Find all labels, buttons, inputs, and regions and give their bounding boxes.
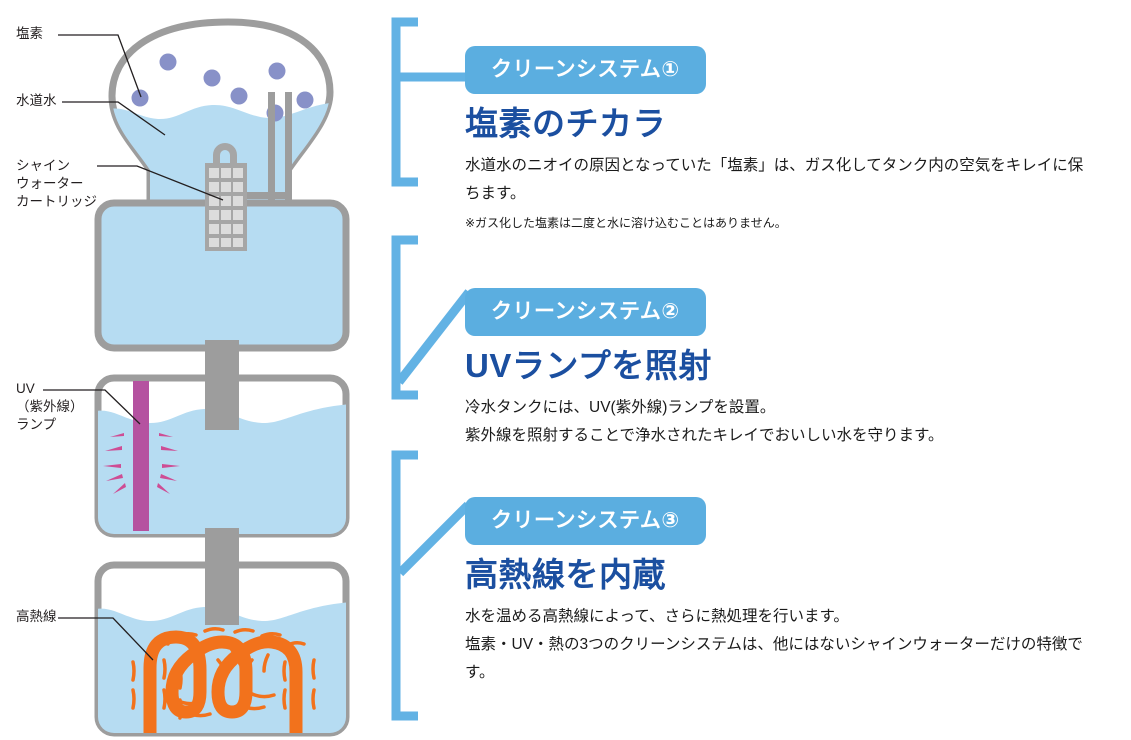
leader-cartridge (97, 165, 224, 201)
bracket-2 (391, 235, 418, 400)
clean-system-sections: クリーンシステム① 塩素のチカラ 水道水のニオイの原因となっていた「塩素」は、ガ… (390, 0, 1131, 740)
uv-lamp-bar (133, 381, 149, 531)
label-uv-lamp: UV （紫外線） ランプ (16, 381, 84, 432)
water-server-diagram: 塩素 水道水 シャイン ウォーター カートリッジ UV （紫外線） ランプ 高熱… (0, 0, 390, 740)
intake-tubes (268, 92, 292, 217)
headline-clean-system-1: 塩素のチカラ (465, 105, 666, 142)
bracket-3-stem (396, 501, 472, 577)
label-heater: 高熱線 (16, 609, 57, 624)
leader-tap-water (62, 101, 166, 136)
high-heat-wire-coil (143, 630, 303, 733)
leader-uv (43, 389, 141, 425)
badge-clean-system-2: クリーンシステム② (465, 288, 706, 336)
uv-inner-pipe (205, 378, 239, 430)
label-cartridge: シャイン ウォーター カートリッジ (16, 158, 97, 209)
bracket-3 (391, 450, 418, 721)
uv-tank-water (98, 378, 346, 534)
cartridge-handle (213, 143, 237, 167)
hot-tank-water (98, 565, 346, 733)
headline-clean-system-2: UVランプを照射 (465, 347, 712, 384)
diagram-svg (43, 18, 350, 737)
uv-rays-right (157, 433, 180, 494)
bracket-2-stem (395, 289, 473, 385)
headline-clean-system-3: 高熱線を内蔵 (465, 556, 666, 593)
body-clean-system-1: 水道水のニオイの原因となっていた「塩素」は、ガス化してタンク内の空気をキレイに保… (465, 156, 1084, 202)
label-chlorine: 塩素 (16, 26, 43, 41)
uv-water-surface (98, 404, 346, 534)
uv-rays-left (103, 433, 126, 494)
section-clean-system-3: クリーンシステム③ 高熱線を内蔵 水を温める高熱線によって、さらに熱処理を行いま… (465, 497, 1085, 687)
bracket-1 (391, 17, 418, 187)
leader-chlorine (58, 34, 142, 98)
note-clean-system-1: ※ガス化した塩素は二度と水に溶け込むことはありません。 (465, 215, 787, 230)
label-tap-water: 水道水 (16, 93, 57, 108)
uv-cold-water-tank (94, 374, 350, 538)
section-clean-system-1: クリーンシステム① 塩素のチカラ 水道水のニオイの原因となっていた「塩素」は、ガ… (465, 46, 1085, 232)
body-clean-system-2: 冷水タンクには、UV(紫外線)ランプを設置。 紫外線を照射することで浄水されたキ… (465, 398, 944, 444)
hot-inner-pipe (205, 565, 239, 625)
leader-heater (58, 617, 154, 661)
badge-clean-system-1: クリーンシステム① (465, 46, 706, 94)
section-clean-system-2: クリーンシステム② UVランプを照射 冷水タンクには、UV(紫外線)ランプを設置… (465, 288, 944, 450)
cartridge-cells (209, 168, 243, 247)
cartridge-connector-pipe (247, 192, 292, 199)
shine-water-cartridge (205, 143, 247, 251)
badge-clean-system-3: クリーンシステム③ (465, 497, 706, 545)
hot-water-tank (94, 561, 350, 737)
leader-lines (43, 34, 224, 661)
body-clean-system-3: 水を温める高熱線によって、さらに熱処理を行います。 塩素・UV・熱の3つのクリー… (465, 607, 1083, 681)
